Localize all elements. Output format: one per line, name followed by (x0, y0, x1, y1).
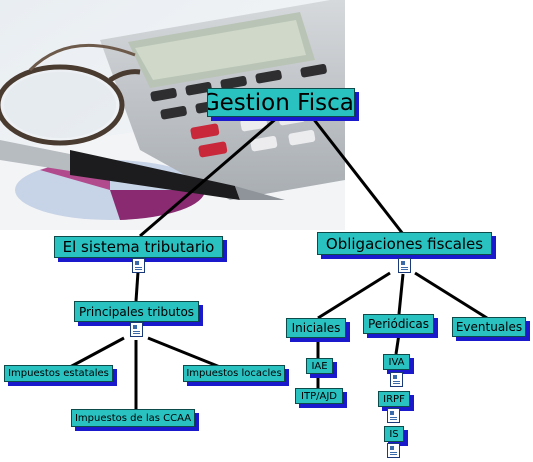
node-itp-ajd[interactable]: ITP/AJD (295, 388, 343, 404)
node-impuestos-locales[interactable]: Impuestos locacles (183, 365, 285, 382)
document-resource-icon[interactable] (398, 258, 411, 273)
link-principales-locales (147, 336, 221, 369)
node-gestion-fiscal[interactable]: Gestion Fiscal (207, 88, 355, 117)
link-root-obligaciones (310, 116, 405, 235)
link-principales-estatales (69, 336, 125, 369)
document-resource-icon[interactable] (387, 408, 400, 423)
document-resource-icon[interactable] (132, 258, 145, 273)
node-impuestos-ccaa[interactable]: Impuestos de las CCAA (71, 409, 195, 427)
link-obligaciones-eventuales (414, 271, 488, 320)
node-obligaciones-fiscales[interactable]: Obligaciones fiscales (317, 232, 492, 255)
node-el-sistema-tributario[interactable]: El sistema tributario (54, 236, 223, 258)
node-is[interactable]: IS (384, 426, 404, 442)
glasses-image (0, 43, 141, 146)
link-obligaciones-iniciales (317, 271, 391, 320)
node-eventuales[interactable]: Eventuales (452, 317, 526, 337)
node-iae[interactable]: IAE (306, 358, 333, 374)
link-periodicas-iva (394, 333, 401, 355)
node-principales-tributos[interactable]: Principales tributos (74, 301, 199, 322)
link-sistema-principales (134, 271, 140, 302)
document-resource-icon[interactable] (387, 443, 400, 458)
node-impuestos-estatales[interactable]: Impuestos estatales (4, 365, 113, 382)
document-resource-icon[interactable] (390, 372, 403, 387)
node-iniciales[interactable]: Iniciales (286, 318, 346, 338)
link-obligaciones-periodicas (397, 273, 405, 315)
node-irpf[interactable]: IRPF (378, 391, 410, 407)
node-periodicas[interactable]: Periódicas (363, 314, 434, 334)
link-root-sistema (139, 115, 279, 238)
document-resource-icon[interactable] (130, 322, 143, 337)
node-iva[interactable]: IVA (383, 354, 410, 370)
